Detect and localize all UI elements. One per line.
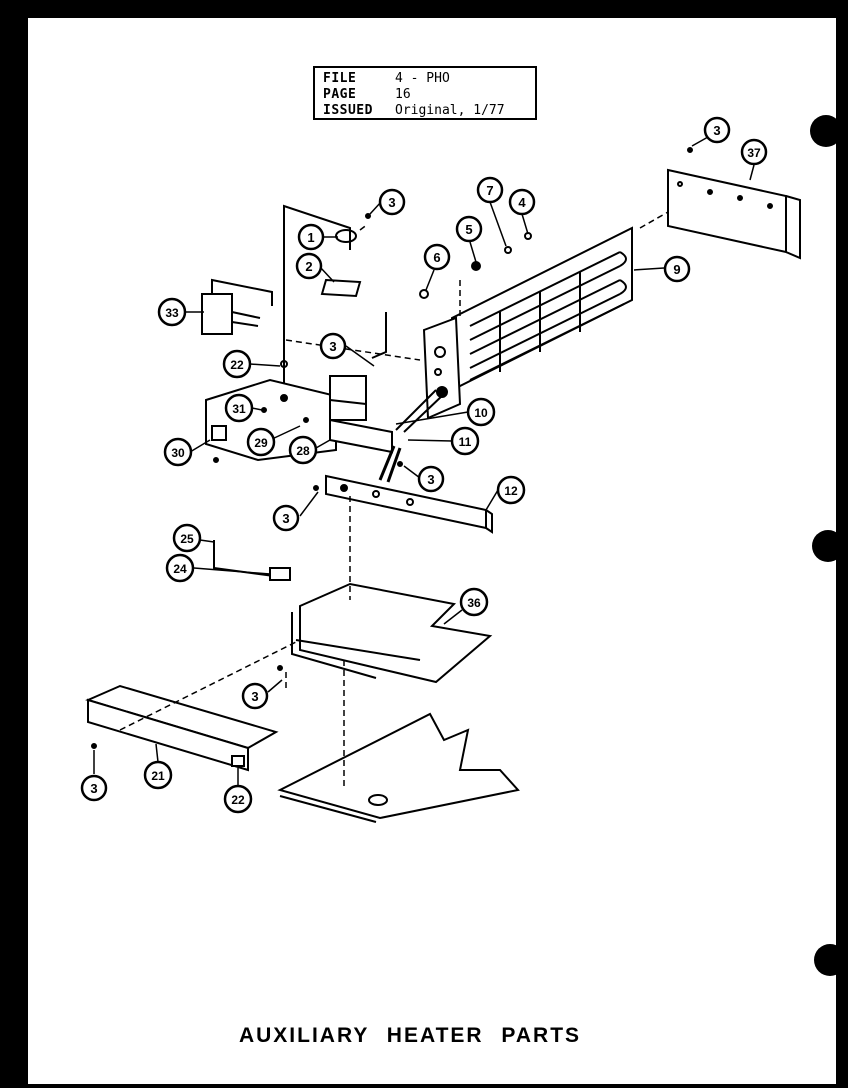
callout-33: 33: [157, 297, 187, 327]
callout-3-lower-right: 3: [417, 465, 445, 493]
callout-28: 28: [288, 435, 318, 465]
callout-leader-lines: [93, 136, 755, 786]
callout-9: 9: [663, 255, 691, 283]
punch-hole-top: [810, 115, 842, 147]
svg-text:21: 21: [151, 769, 165, 783]
issued-label: ISSUED: [323, 103, 373, 118]
heater-housing-part-10: [329, 375, 445, 483]
svg-text:22: 22: [231, 793, 245, 807]
callout-3-top: 3: [378, 188, 406, 216]
base-pan-section: [277, 712, 520, 823]
svg-text:28: 28: [296, 444, 310, 458]
punch-hole-middle: [812, 530, 844, 562]
svg-text:36: 36: [467, 596, 481, 610]
callout-11: 11: [450, 426, 480, 456]
callout-36: 36: [459, 587, 489, 617]
callout-3-right: 3: [703, 116, 731, 144]
assembly-guide-lines: [119, 211, 669, 790]
svg-text:3: 3: [713, 123, 720, 138]
page-label: PAGE: [323, 87, 357, 102]
file-label: FILE: [323, 71, 357, 86]
callout-24: 24: [165, 553, 195, 583]
svg-text:3: 3: [427, 472, 434, 487]
callout-3-middle: 3: [319, 332, 347, 360]
callout-6: 6: [423, 243, 451, 271]
svg-text:3: 3: [282, 511, 289, 526]
svg-text:31: 31: [232, 402, 246, 416]
svg-text:7: 7: [486, 183, 493, 198]
svg-text:4: 4: [518, 195, 526, 210]
support-rail-part-12: [325, 474, 493, 534]
callout-21: 21: [143, 760, 173, 790]
terminal-plate: [422, 316, 462, 420]
page-value: 16: [395, 87, 411, 102]
svg-text:3: 3: [251, 689, 258, 704]
callout-22-upper: 22: [222, 349, 252, 379]
svg-text:6: 6: [433, 250, 440, 265]
hardware-screws: [91, 147, 693, 749]
svg-text:3: 3: [329, 339, 336, 354]
callout-3-base: 3: [241, 682, 269, 710]
file-info-box: FILE 4 - PHO PAGE 16 ISSUED Original, 1/77: [313, 66, 537, 120]
callout-3-lower-left: 3: [272, 504, 300, 532]
callout-2: 2: [295, 252, 323, 280]
svg-text:22: 22: [230, 358, 244, 372]
svg-text:2: 2: [305, 259, 312, 274]
callout-12: 12: [496, 475, 526, 505]
callout-5: 5: [455, 215, 483, 243]
svg-text:24: 24: [173, 562, 187, 576]
svg-text:9: 9: [673, 262, 680, 277]
callout-4: 4: [508, 188, 536, 216]
file-value: 4 - PHO: [395, 71, 450, 86]
svg-text:12: 12: [504, 484, 518, 498]
svg-text:3: 3: [90, 781, 97, 796]
callout-1: 1: [297, 223, 325, 251]
svg-text:37: 37: [747, 146, 761, 160]
heater-element-part-9: [451, 226, 633, 392]
callout-22-lower: 22: [223, 784, 253, 814]
callout-30: 30: [163, 437, 193, 467]
issued-value: Original, 1/77: [395, 103, 505, 118]
callout-3-bottom: 3: [80, 774, 108, 802]
svg-text:3: 3: [388, 195, 395, 210]
svg-text:10: 10: [474, 406, 488, 420]
callout-25: 25: [172, 523, 202, 553]
bracket-plate-part-37: [667, 168, 801, 260]
svg-text:5: 5: [465, 222, 472, 237]
callout-37: 37: [740, 138, 768, 166]
base-bracket-part-36: [291, 582, 493, 684]
svg-text:33: 33: [165, 306, 179, 320]
svg-text:1: 1: [307, 230, 314, 245]
callout-31: 31: [224, 393, 254, 423]
svg-text:30: 30: [171, 446, 185, 460]
control-box-part-33: [201, 278, 273, 335]
svg-text:11: 11: [459, 435, 472, 449]
diagram-caption: AUXILIARY HEATER PARTS: [238, 1024, 582, 1047]
limit-switch-bracket: [283, 204, 387, 420]
callout-29: 29: [246, 427, 276, 457]
callout-10: 10: [466, 397, 496, 427]
punch-hole-bottom: [814, 944, 846, 976]
cover-plate-part-21: [85, 684, 279, 772]
svg-text:29: 29: [254, 436, 268, 450]
wire-harness-part-24-25: [213, 540, 291, 581]
callout-7: 7: [476, 176, 504, 204]
svg-text:25: 25: [180, 532, 194, 546]
